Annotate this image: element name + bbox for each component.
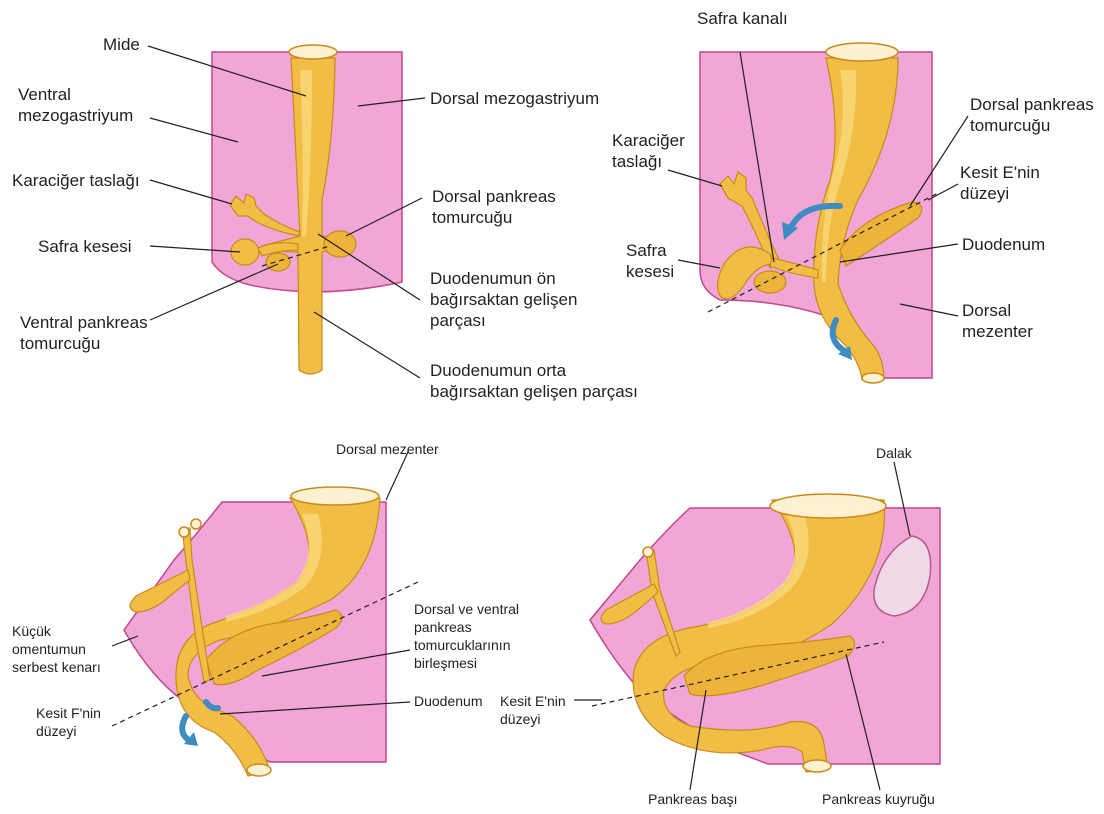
- label-dorsal-mezenter-c: Dorsal mezenter: [336, 440, 439, 458]
- label-ventral-mezogastriyum: Ventral mezogastriyum: [18, 84, 133, 126]
- label-kesit-e-d: Kesit E'nin düzeyi: [500, 692, 566, 728]
- label-kucuk-omentum: Küçük omentumun serbest kenarı: [12, 622, 101, 676]
- label-duodenum-orta: Duodenumun orta bağırsaktan gelişen parç…: [430, 360, 638, 402]
- label-dorsal-pankreas-b: Dorsal pankreas tomurcuğu: [970, 94, 1094, 136]
- panel-a-illustration: [212, 45, 402, 374]
- label-duodenum-b: Duodenum: [962, 234, 1045, 255]
- panel-b-illustration: [700, 43, 940, 383]
- label-dorsal-pankreas-a: Dorsal pankreas tomurcuğu: [432, 186, 556, 228]
- label-safra-kesesi-a: Safra kesesi: [38, 236, 132, 257]
- panel-a-lumen: [289, 45, 337, 59]
- panel-c-lumen: [291, 487, 379, 505]
- label-karaciger-taslagi-b: Karaciğer taslağı: [612, 130, 685, 172]
- panel-d-lumen: [770, 494, 886, 518]
- label-dorsal-mezenter-b: Dorsal mezenter: [962, 300, 1033, 342]
- panel-c-illustration: [112, 487, 418, 776]
- label-pankreas-kuyrugu: Pankreas kuyruğu: [822, 790, 935, 808]
- label-safra-kanali: Safra kanalı: [697, 8, 788, 29]
- label-duodenum-c: Duodenum: [414, 692, 483, 710]
- label-dalak: Dalak: [876, 444, 912, 462]
- label-safra-kesesi-b: Safra kesesi: [626, 240, 674, 282]
- panel-d-illustration: [590, 494, 940, 772]
- label-mide: Mide: [103, 34, 140, 55]
- panel-a-dorsal-pancreas-bud: [324, 231, 356, 257]
- label-pankreas-basi: Pankreas başı: [648, 790, 738, 808]
- label-duodenum-on: Duodenumun ön bağırsaktan gelişen parças…: [430, 268, 577, 331]
- label-birlesme: Dorsal ve ventral pankreas tomurcukların…: [414, 600, 519, 672]
- label-dorsal-mezogastriyum: Dorsal mezogastriyum: [430, 88, 599, 109]
- label-kesit-f: Kesit F'nin düzeyi: [36, 704, 101, 740]
- panel-b-lumen: [826, 43, 898, 61]
- label-kesit-e-b: Kesit E'nin düzeyi: [960, 162, 1040, 204]
- label-karaciger-taslagi-a: Karaciğer taslağı: [12, 170, 140, 191]
- label-ventral-pankreas: Ventral pankreas tomurcuğu: [20, 312, 148, 354]
